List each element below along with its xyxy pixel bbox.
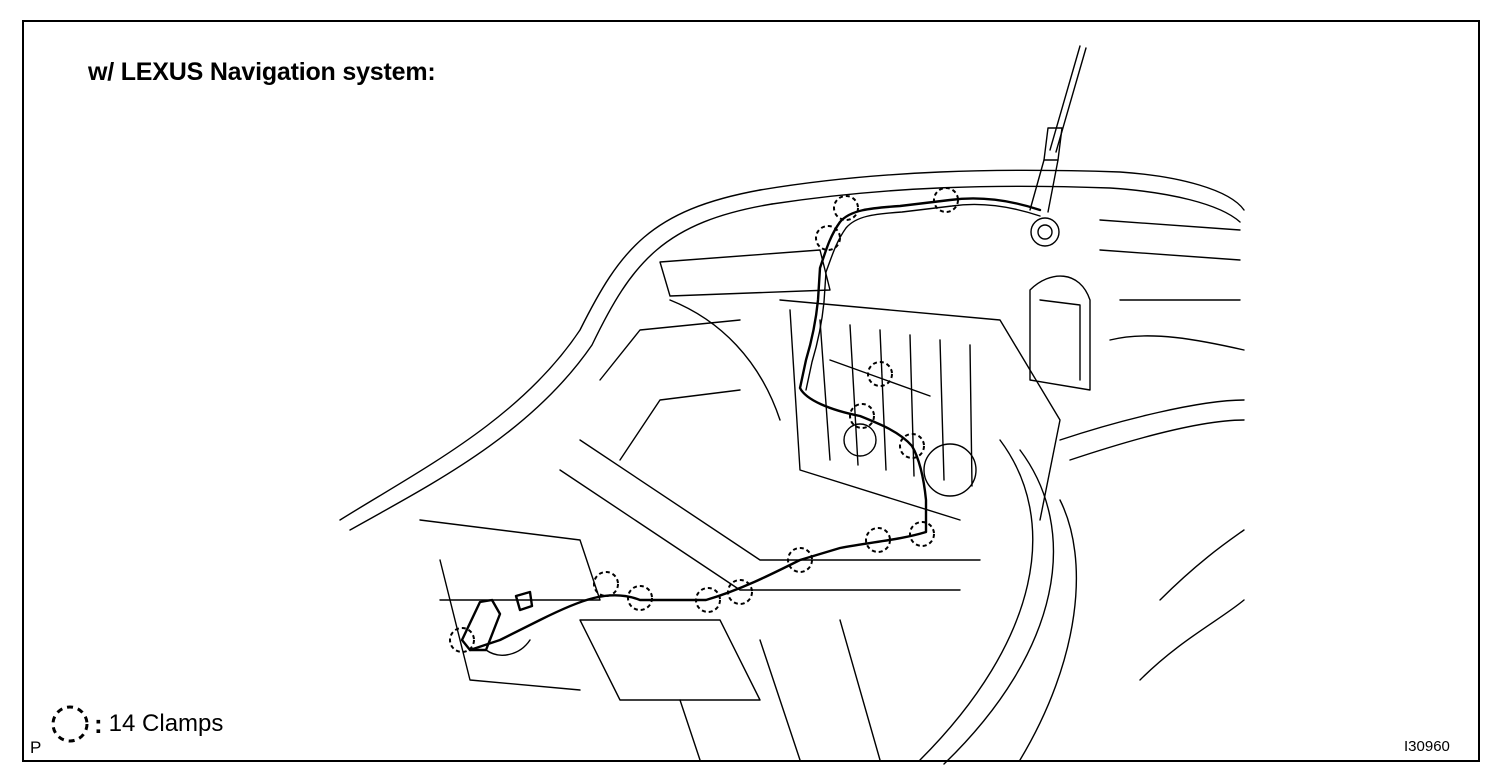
figure-frame xyxy=(22,20,1480,762)
clamp-9 xyxy=(787,547,813,573)
dashed-circle-icon xyxy=(51,705,89,743)
body-panel-lines xyxy=(339,169,1245,765)
clamp-1 xyxy=(933,187,959,213)
clamp-12 xyxy=(627,585,653,611)
clamp-3 xyxy=(815,225,841,251)
clamp-14 xyxy=(449,627,475,653)
clamp-5 xyxy=(849,403,875,429)
clamp-11 xyxy=(695,587,721,613)
clamp-2 xyxy=(833,195,859,221)
figure-title: w/ LEXUS Navigation system: xyxy=(88,58,436,86)
figure-code: I30960 xyxy=(1404,738,1450,755)
clamp-markers xyxy=(449,187,959,653)
clamp-10 xyxy=(727,579,753,605)
clamp-4 xyxy=(867,361,893,387)
clamp-6 xyxy=(899,433,925,459)
clamp-8 xyxy=(865,527,891,553)
clamp-legend: : 14 Clamps xyxy=(46,700,223,748)
clamp-7 xyxy=(909,521,935,547)
wire-harness xyxy=(460,197,1042,656)
clamp-13 xyxy=(593,571,619,597)
corner-label: P xyxy=(30,738,42,757)
legend-label: 14 Clamps xyxy=(108,710,224,737)
legend-separator: : xyxy=(94,708,103,739)
antenna-mast xyxy=(1029,45,1087,247)
